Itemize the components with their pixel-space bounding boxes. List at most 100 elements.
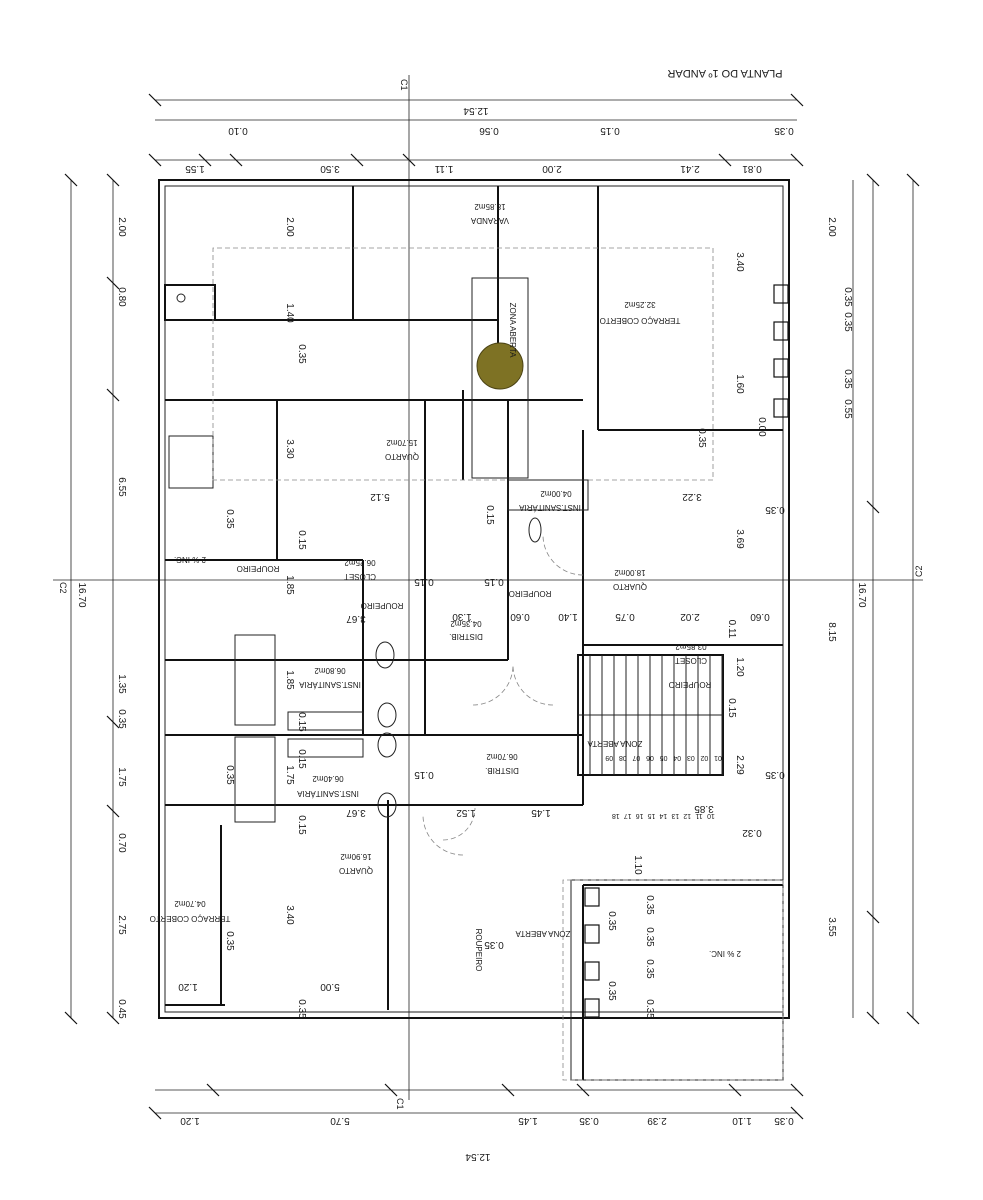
inner-dim-v: 0.75: [615, 611, 635, 622]
stair-step-02: 02: [700, 754, 708, 761]
dim-top-row2-1: 0.56: [479, 125, 499, 136]
plan-rotated-group: [53, 75, 923, 1120]
inner-dim-ak: 1.52: [456, 807, 476, 818]
inner-dim-k: 0.15: [296, 530, 307, 550]
stair-step-14: 14: [659, 812, 667, 819]
dim-left-row1-4: 0.35: [116, 709, 127, 729]
inner-dim-aa: 1.30: [452, 611, 472, 622]
dim-left-row1-8: 0.45: [116, 999, 127, 1019]
inner-dim-o: 0.15: [484, 576, 504, 587]
room-varanda-area: 18.85m2: [474, 202, 506, 211]
room-terraco-top-area: 32.25m2: [624, 300, 656, 309]
room-closet2-name: CLOSET: [675, 656, 707, 665]
inner-dim-ay: 5.00: [320, 981, 340, 992]
inner-dim-ap: 1.10: [632, 855, 643, 875]
room-quarto1-area: 15.70m2: [386, 438, 418, 447]
room-roupeiro3: ROUPEIRO: [509, 589, 552, 598]
inner-dim-w: 2.02: [680, 611, 700, 622]
inner-dim-af: 0.35: [765, 769, 785, 780]
room-quarto3-area: 16.90m2: [340, 852, 372, 861]
inner-dim-r: 0.35: [765, 504, 785, 515]
stair-step-03: 03: [687, 754, 695, 761]
inner-dim-m: 3.67: [346, 613, 366, 624]
room-terraco-low-name: TERRAÇO COBERTO: [150, 914, 231, 923]
room-terraco-low-area: 04.70m2: [174, 899, 206, 908]
inner-dim-a: 3.40: [734, 252, 745, 272]
room-roupeiro2: ROUPEIRO: [361, 601, 404, 610]
inner-dim-s: 3.69: [734, 529, 745, 549]
dim-bottom-row1-3: 0.35: [579, 1115, 599, 1126]
dim-left-row1-6: 0.70: [116, 833, 127, 853]
room-closet1-name: CLOSET: [344, 572, 376, 581]
room-distrib1-name: DISTRIB.: [449, 632, 483, 641]
inner-dim-q: 3.22: [682, 491, 702, 502]
dim-top-row3-1: 3.50: [320, 163, 340, 174]
room-inst-san-low-area: 06.40m2: [312, 774, 344, 783]
axis-c2-right: C2: [914, 565, 924, 577]
dim-top-row3-4: 2.41: [680, 163, 700, 174]
inner-dim-f: 1.40: [284, 303, 295, 323]
room-distrib2-name: DISTRIB.: [485, 766, 519, 775]
door-swings: [422, 534, 584, 856]
inner-dim-p: 0.15: [484, 505, 495, 525]
stair-step-16: 16: [636, 812, 644, 819]
inner-dim-aq: 0.35: [644, 895, 655, 915]
inner-dim-d: 0.00: [756, 417, 767, 437]
stair-step-18: 18: [612, 812, 620, 819]
inner-dim-n: 0.15: [414, 576, 434, 587]
inner-dim-bb: 0.35: [224, 931, 235, 951]
stair-step-12: 12: [683, 812, 691, 819]
dim-top-row3-0: 1.55: [185, 163, 205, 174]
room-zona-aberta-low: ZONA ABERTA: [515, 929, 570, 938]
dim-bottom-total: 12.54: [465, 1151, 490, 1162]
inner-dim-y: 0.11: [726, 620, 737, 639]
inner-dim-ad: 0.15: [296, 712, 307, 732]
inner-dim-ar: 0.35: [644, 927, 655, 947]
dim-left-row1-3: 1.35: [116, 674, 127, 694]
stair-step-01: 01: [714, 754, 722, 761]
inner-dimension-labels: 3.401.600.350.002.001.400.353.305.120.35…: [178, 217, 785, 1019]
inner-dim-h: 3.30: [284, 439, 295, 459]
room-terraco-top-name: TERRAÇO COBERTO: [600, 316, 681, 325]
dim-top-row3-3: 2.00: [542, 163, 562, 174]
inner-dim-aj: 3.67: [346, 807, 366, 818]
inner-dim-x: 0.60: [750, 611, 770, 622]
inner-dim-an: 0.32: [742, 827, 762, 838]
room-inst-san-top-name: INST.SANITÁRIA: [518, 503, 580, 512]
dim-left-row1-5: 1.75: [116, 767, 127, 787]
inner-dim-l: 1.85: [284, 575, 295, 595]
inner-dim-ag: 1.75: [284, 765, 295, 785]
dim-top-total: 12.54: [463, 105, 488, 116]
dim-right-row1-2: 3.55: [826, 917, 837, 937]
section-axes: [53, 75, 923, 1100]
dim-left-row1-7: 2.75: [116, 915, 127, 935]
terrace-columns: [584, 284, 789, 1018]
inner-dim-ao: 0.15: [296, 815, 307, 835]
inner-dim-ab: 0.15: [726, 698, 737, 718]
room-closet2-area: 03.85m2: [675, 642, 707, 651]
room-inst-san-mid-name: INST.SANITÁRIA: [298, 680, 360, 689]
room-quarto1-name: QUARTO: [385, 452, 419, 461]
room-distrib2-area: 06.70m2: [486, 752, 518, 761]
inner-dim-e: 2.00: [284, 217, 295, 237]
room-distrib1-area: 04.35m2: [450, 619, 482, 628]
inner-dim-ae: 2.29: [734, 755, 745, 775]
stair-step-13: 13: [671, 812, 679, 819]
inner-dim-g: 0.35: [296, 344, 307, 364]
axis-c1-top: C1: [399, 79, 409, 91]
room-zona-aberta-stair: ZONA ABERTA: [587, 739, 642, 748]
inner-dim-au: 0.35: [606, 911, 617, 931]
dim-right-total: 16.70: [856, 582, 867, 607]
stair-step-11: 11: [695, 812, 702, 819]
inner-dim-al: 1.45: [531, 807, 551, 818]
room-roupeiro4: ROUPEIRO: [669, 680, 712, 689]
axis-c1-bottom: C1: [395, 1098, 405, 1110]
slope-left: 2 % INC.: [174, 555, 206, 564]
inner-dim-av: 0.35: [606, 981, 617, 1001]
dim-bottom-row1-0: 1.20: [180, 1115, 200, 1126]
room-inst-san-low-name: INST.SANITÁRIA: [296, 789, 358, 798]
inner-dim-i: 5.12: [370, 491, 390, 502]
stair-step-08: 08: [619, 754, 627, 761]
